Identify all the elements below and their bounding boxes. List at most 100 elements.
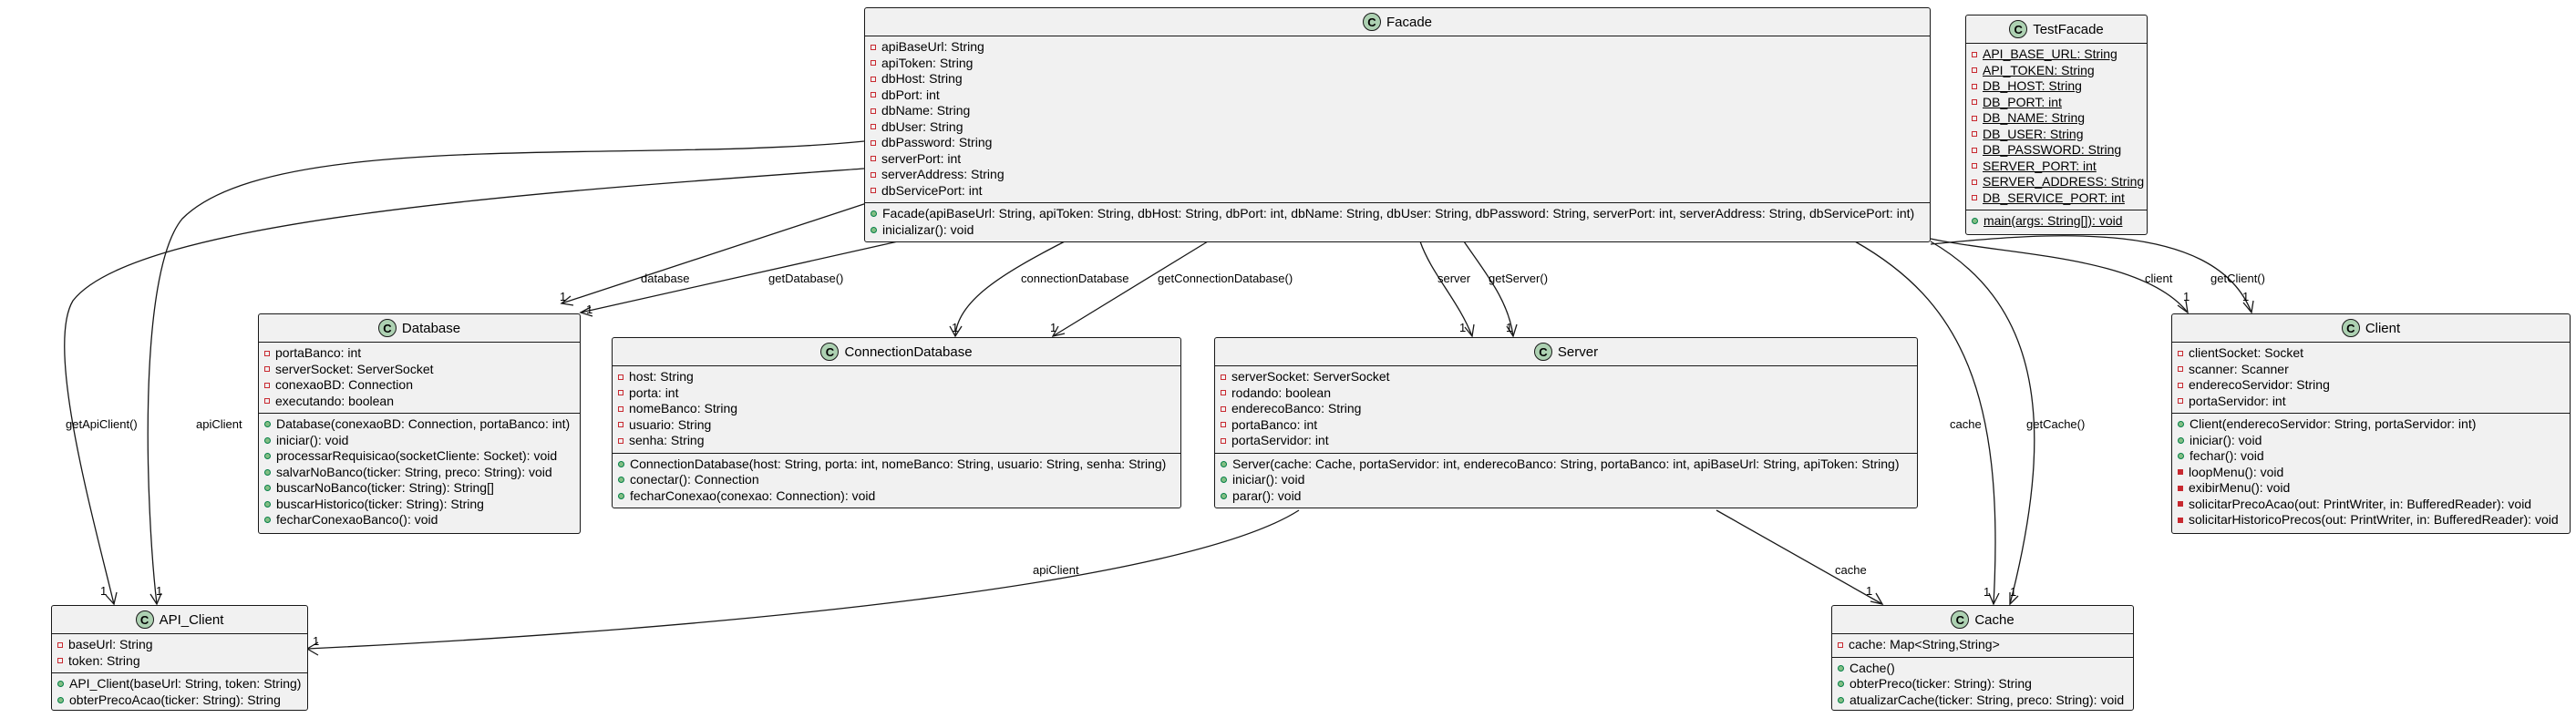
public-method-icon [264, 485, 271, 492]
field-text: executando: boolean [275, 393, 394, 408]
private-field-icon [1972, 195, 1977, 201]
public-method-icon [1972, 218, 1978, 225]
private-field-icon [618, 437, 623, 444]
field-text: clientSocket: Socket [2189, 345, 2304, 360]
edge-mult-apiclient-facade: 1 [156, 584, 162, 598]
class-name: Client [2365, 320, 2401, 336]
methods-section: Cache()obterPreco(ticker: String): Strin… [1832, 656, 2133, 713]
field-row: token: String [57, 653, 302, 670]
edge-getcache [1930, 241, 2035, 605]
edge-getcache-arrow [2009, 592, 2019, 606]
methods-section: Client(enderecoServidor: String, portaSe… [2172, 413, 2570, 532]
private-field-icon [1972, 51, 1977, 57]
edge-cache-server-arrow [1870, 592, 1884, 605]
method-row: Facade(apiBaseUrl: String, apiToken: Str… [871, 206, 1924, 222]
method-row: inicializar(): void [871, 222, 1924, 239]
method-text: ConnectionDatabase(host: String, porta: … [630, 456, 1167, 471]
field-text: apiToken: String [881, 55, 974, 70]
method-row: salvarNoBanco(ticker: String, preco: Str… [264, 465, 574, 481]
methods-section: Database(conexaoBD: Connection, portaBan… [259, 413, 580, 532]
method-row: fecharConexaoBanco(): void [264, 512, 574, 528]
method-text: Server(cache: Cache, portaServidor: int,… [1232, 456, 1900, 471]
private-field-icon [264, 350, 270, 356]
edge-getdatabase-arrow [579, 306, 593, 317]
method-row: conectar(): Connection [618, 472, 1175, 488]
edge-mult-cache-facade: 1 [1984, 585, 1990, 599]
class-name: Facade [1386, 14, 1433, 30]
edge-mult-cache-server: 1 [1866, 584, 1872, 598]
private-field-icon [2178, 382, 2183, 388]
public-method-icon [2178, 453, 2184, 460]
method-row: API_Client(baseUrl: String, token: Strin… [57, 676, 302, 692]
field-row: enderecoBanco: String [1221, 401, 1911, 417]
private-field-icon [871, 171, 876, 178]
field-text: portaServidor: int [1231, 433, 1329, 447]
public-method-icon [1221, 477, 1227, 484]
edge-getdatabase [580, 241, 899, 313]
private-field-icon [1972, 147, 1977, 153]
field-text: dbServicePort: int [881, 182, 983, 198]
private-method-icon [2178, 517, 2183, 523]
class-type-icon: C [820, 343, 840, 361]
method-row: exibirMenu(): void [2178, 480, 2564, 497]
method-row: Server(cache: Cache, portaServidor: int,… [1221, 456, 1911, 473]
fields-section: cache: Map<String,String> [1832, 634, 2133, 657]
field-text: serverSocket: ServerSocket [1231, 369, 1390, 384]
method-text: Cache() [1850, 660, 1895, 675]
edge-connectiondatabase [954, 241, 1066, 337]
method-text: salvarNoBanco(ticker: String, preco: Str… [276, 464, 552, 479]
field-text: dbUser: String [881, 118, 963, 134]
edge-getclient [1930, 235, 2252, 313]
class-type-icon: C [135, 610, 154, 629]
edge-apiclient-facade-arrow [149, 592, 162, 606]
field-row: dbName: String [871, 103, 1924, 119]
edge-apiclient-facade [147, 140, 865, 605]
private-field-icon [871, 60, 876, 67]
private-field-icon [618, 374, 623, 380]
edge-mult-getconnectiondatabase: 1 [1050, 321, 1056, 334]
field-row: DB_NAME: String [1972, 110, 2141, 127]
field-row: portaBanco: int [264, 345, 574, 362]
method-row: Cache() [1838, 661, 2128, 677]
method-text: solicitarHistoricoPrecos(out: PrintWrite… [2189, 512, 2559, 527]
private-field-icon [57, 641, 63, 648]
method-text: conectar(): Connection [630, 472, 759, 487]
method-text: solicitarPrecoAcao(out: PrintWriter, in:… [2189, 496, 2532, 511]
private-field-icon [1972, 83, 1977, 89]
private-field-icon [871, 124, 876, 130]
public-method-icon [264, 436, 271, 444]
private-method-icon [2178, 485, 2183, 491]
private-field-icon [1221, 390, 1226, 396]
field-text: DB_HOST: String [1983, 78, 2082, 93]
edge-label-cache-facade: cache [1950, 417, 1982, 431]
private-field-icon [264, 366, 270, 373]
field-text: dbHost: String [881, 71, 963, 86]
field-row: DB_PORT: int [1972, 95, 2141, 111]
private-field-icon [1221, 437, 1226, 444]
edge-getapiclient [64, 168, 865, 605]
method-row: ConnectionDatabase(host: String, porta: … [618, 456, 1175, 473]
edge-label-client: client [2145, 272, 2173, 285]
field-row: serverAddress: String [871, 167, 1924, 183]
method-text: atualizarCache(ticker: String, preco: St… [1850, 692, 2125, 707]
public-method-icon [2178, 421, 2184, 428]
public-method-icon [264, 500, 271, 508]
edge-label-cache-server: cache [1835, 563, 1867, 577]
field-row: dbPassword: String [871, 135, 1924, 151]
private-field-icon [618, 390, 623, 396]
class-name: TestFacade [2033, 21, 2104, 37]
edge-connectiondatabase-arrow [949, 325, 963, 338]
